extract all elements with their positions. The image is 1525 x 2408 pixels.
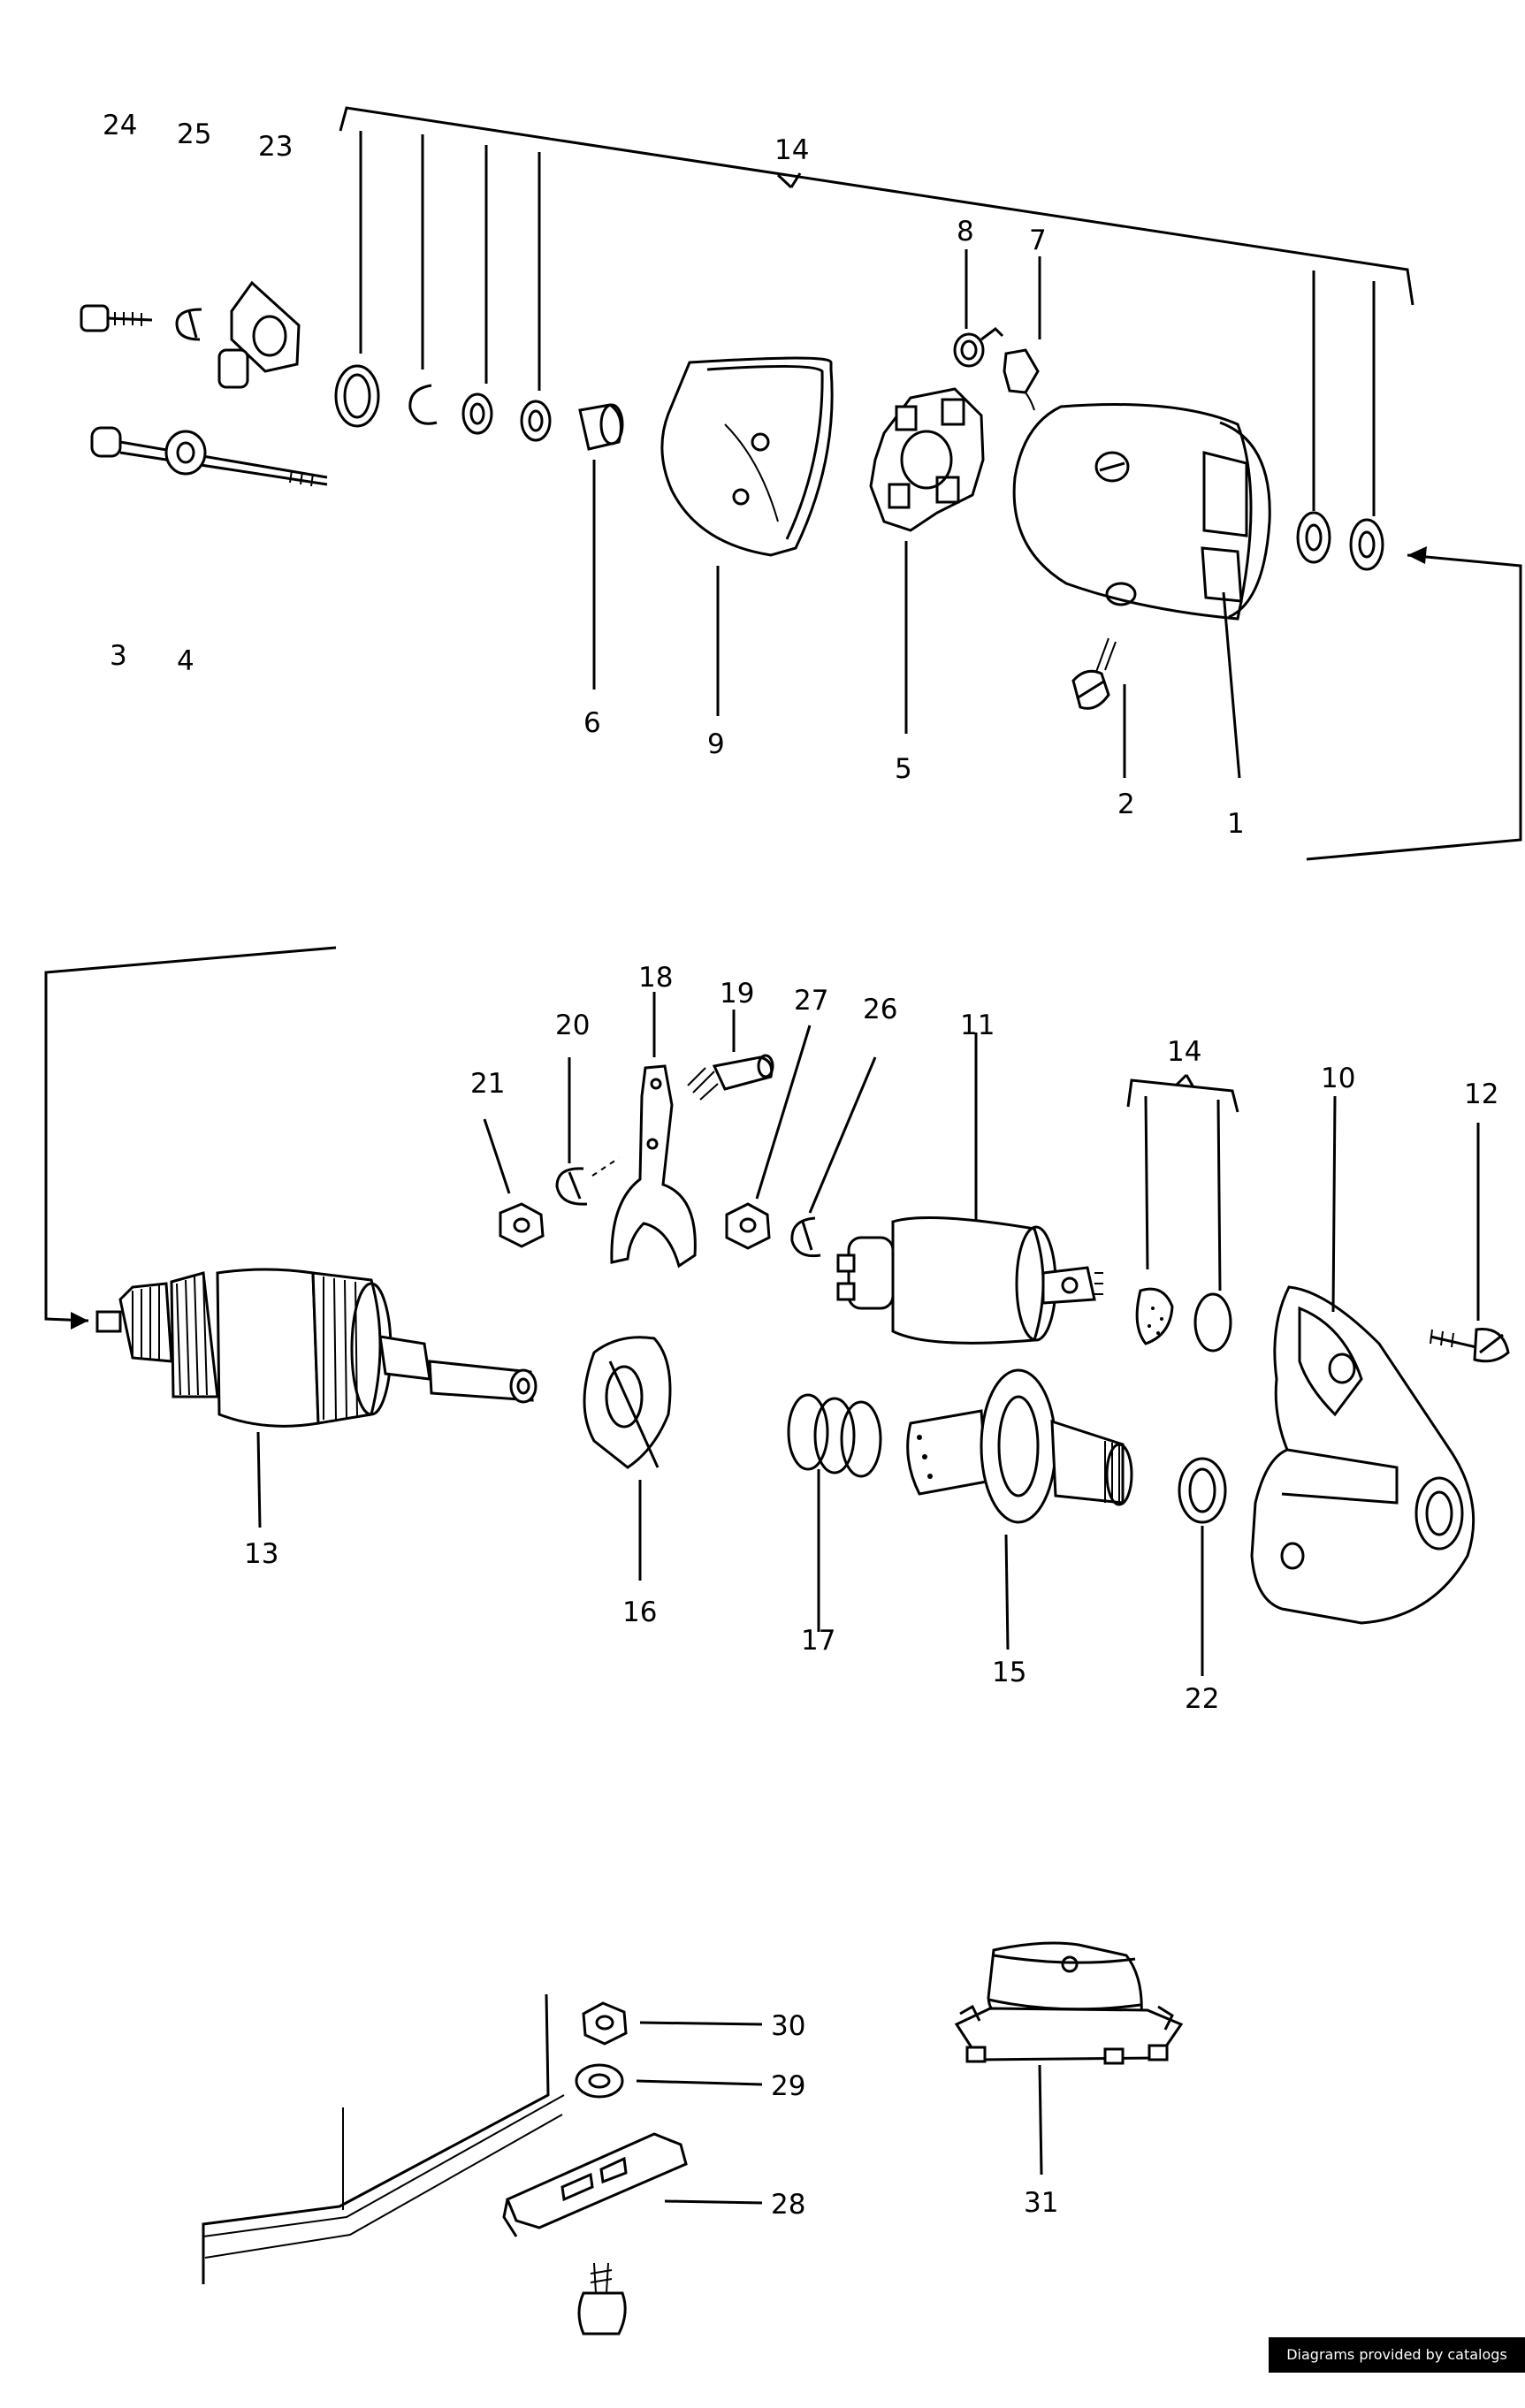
part-5-brush-holder: [869, 387, 985, 734]
part-28-bracket-plate: [502, 2132, 763, 2237]
part-11-solenoid: [836, 1033, 1103, 1345]
label-part-26: 26: [863, 994, 897, 1025]
ring-set-14: [334, 131, 552, 442]
part-31-regulator: [954, 1941, 1184, 2176]
part-20-washer: [555, 1057, 588, 1206]
label-part-8: 8: [957, 216, 974, 248]
label-part-15: 15: [992, 1657, 1026, 1688]
part-7-brush: [1003, 256, 1041, 411]
label-part-24: 24: [103, 110, 137, 141]
label-part-6: 6: [583, 707, 601, 739]
part-18-lever: [591, 992, 697, 1269]
part-1-housing: [1012, 403, 1271, 779]
part-26-washer: [790, 1056, 877, 1258]
part-10-drive-housing: [1250, 1095, 1475, 1625]
mounting-bolt: [577, 2262, 627, 2336]
part-6-bushing: [578, 403, 624, 690]
part-19-pin: [687, 1010, 774, 1101]
label-part-14-middle: 14: [1167, 1036, 1201, 1068]
part-2-screw: [1071, 637, 1126, 778]
label-part-16: 16: [622, 1596, 657, 1628]
washer-pair-14-right: [1296, 271, 1384, 571]
part-3-through-bolt: [90, 426, 328, 487]
label-part-9: 9: [707, 728, 725, 760]
part-23-flange: [217, 280, 301, 389]
label-part-1: 1: [1227, 808, 1245, 840]
part-15-drive-pinion: [906, 1368, 1133, 1650]
label-part-12: 12: [1464, 1078, 1498, 1110]
label-part-27: 27: [794, 985, 828, 1017]
part-21-nut: [483, 1118, 545, 1248]
part-25-spring-washer: [175, 308, 202, 341]
body-panel: [202, 1993, 565, 2284]
label-part-10: 10: [1321, 1063, 1355, 1094]
bracket-14-middle: [1126, 1073, 1239, 1292]
label-part-18: 18: [638, 962, 673, 994]
part-12-screw: [1430, 1123, 1510, 1363]
part-27-nut: [725, 1025, 812, 1250]
part-labels: 1 2 3 4 5 6 7 8 9 10 11 12 13 14 14 15 1…: [103, 110, 1498, 2221]
part-4-washer: [164, 430, 207, 476]
label-part-22: 22: [1185, 1683, 1219, 1715]
part-29-washer: [575, 2063, 763, 2099]
part-14-seal-and-cap: [1135, 1287, 1232, 1353]
part-22-ring: [1178, 1457, 1227, 1676]
label-part-14-top: 14: [774, 134, 809, 166]
label-part-28: 28: [771, 2189, 805, 2221]
label-part-29: 29: [771, 2070, 805, 2102]
label-part-5: 5: [895, 753, 912, 785]
label-part-31: 31: [1024, 2187, 1058, 2219]
label-part-2: 2: [1117, 789, 1135, 820]
part-30-nut: [582, 2001, 763, 2046]
part-17-spring: [787, 1393, 882, 1632]
label-part-4: 4: [177, 645, 194, 677]
label-part-20: 20: [555, 1010, 590, 1041]
label-part-17: 17: [801, 1625, 835, 1657]
label-part-25: 25: [177, 118, 211, 150]
label-part-13: 13: [244, 1538, 278, 1570]
assembly-connector-arrows: [44, 546, 1522, 1330]
credit-footer: Diagrams provided by catalogs parts: [1269, 2337, 1525, 2398]
part-24-bolt: [80, 304, 153, 332]
label-part-21: 21: [470, 1068, 505, 1100]
label-part-30: 30: [771, 2010, 805, 2042]
part-13-armature: [95, 1268, 538, 1528]
part-16-fork-holder: [583, 1336, 672, 1581]
part-8-spring: [953, 249, 1004, 368]
bracket-14-top: [339, 106, 1414, 306]
label-part-11: 11: [960, 1010, 995, 1041]
label-part-23: 23: [258, 131, 293, 163]
label-part-19: 19: [720, 978, 754, 1010]
label-part-7: 7: [1029, 225, 1047, 256]
part-9-end-cap: [660, 356, 834, 716]
label-part-3: 3: [110, 640, 127, 672]
